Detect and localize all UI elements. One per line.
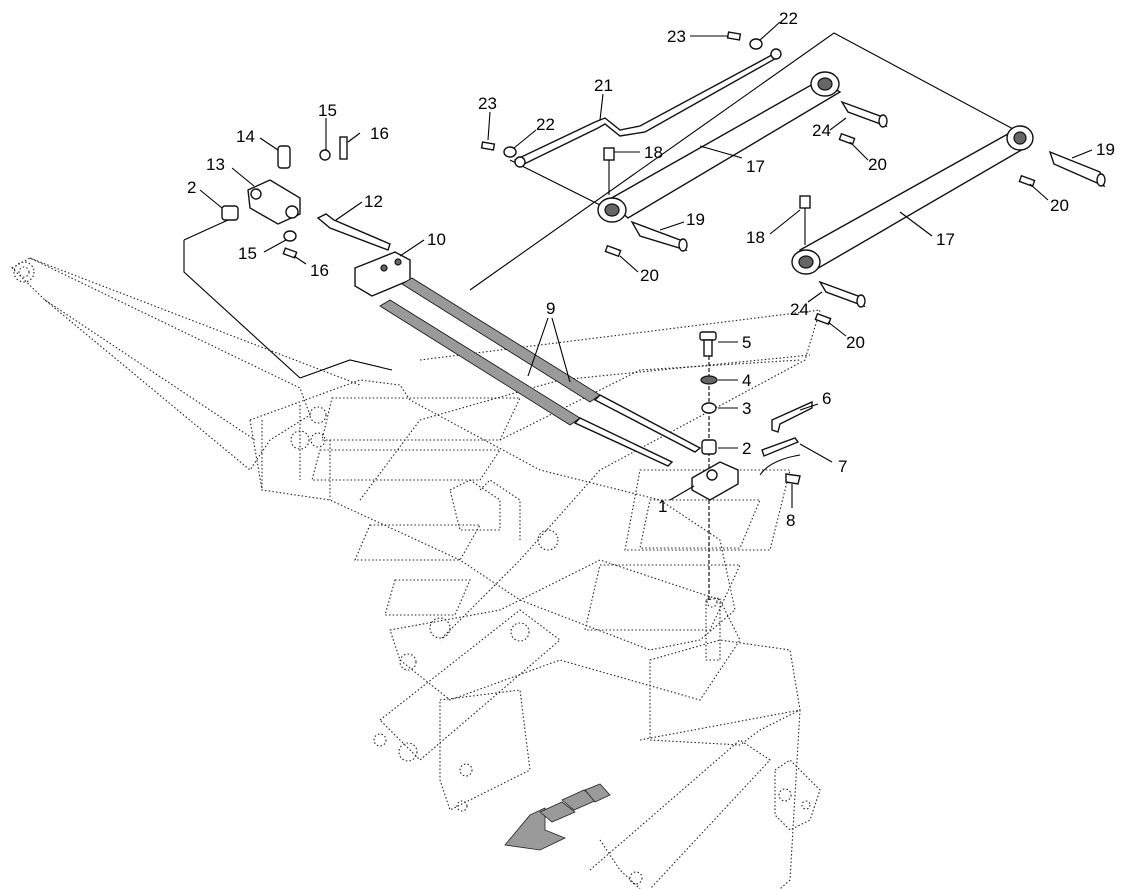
tube-17-lower (791, 125, 1034, 275)
pin-24-upper (840, 100, 888, 128)
bolt-12 (316, 213, 391, 251)
tube-17-upper (597, 71, 842, 223)
callout-19-mid: 19 (686, 210, 705, 229)
callout-22-left: 22 (536, 115, 555, 134)
callout-17-lower: 17 (936, 230, 955, 249)
handle-6 (771, 400, 813, 433)
callout-18-lower: 18 (746, 228, 765, 247)
callout-22-top: 22 (779, 9, 798, 28)
block-10 (354, 251, 411, 297)
callout-13: 13 (206, 155, 225, 174)
washer-4 (700, 375, 718, 385)
rod-21 (513, 48, 782, 168)
washer-3 (701, 402, 717, 414)
bushing-14 (277, 145, 291, 169)
pin-19-lower (1048, 150, 1106, 188)
callout-6: 6 (822, 389, 831, 408)
callout-20-a: 20 (868, 155, 887, 174)
pin-7 (759, 437, 801, 476)
callout-9: 9 (546, 299, 555, 318)
callout-7: 7 (838, 457, 847, 476)
callout-15-bottom: 15 (238, 244, 257, 263)
callout-24-upper: 24 (812, 121, 831, 140)
bolt-5 (699, 331, 717, 357)
callout-21: 21 (594, 76, 613, 95)
callout-leaders (199, 21, 1093, 508)
pin-24-lower (818, 280, 866, 308)
callout-1: 1 (658, 497, 667, 516)
callouts: 23 22 21 23 22 18 17 24 20 19 20 15 16 1… (187, 9, 1115, 530)
callout-24-lower: 24 (790, 300, 809, 319)
clamp-1 (691, 461, 739, 501)
bushing-2-left (221, 205, 239, 221)
callout-23-top: 23 (667, 27, 686, 46)
callout-19-right: 19 (1096, 140, 1115, 159)
callout-2-left: 2 (187, 178, 196, 197)
grease-nipple-18 (603, 147, 811, 245)
callout-14: 14 (236, 127, 255, 146)
bracket-13 (247, 179, 301, 225)
callout-5: 5 (742, 333, 751, 352)
callout-16-bottom: 16 (310, 261, 329, 280)
spring-9-upper (401, 277, 702, 453)
callout-18-upper: 18 (644, 143, 663, 162)
callout-20-c: 20 (640, 266, 659, 285)
roll-pins (282, 31, 1036, 326)
callout-20-b: 20 (1050, 196, 1069, 215)
callout-2-right: 2 (742, 439, 751, 458)
callout-16-top: 16 (370, 124, 389, 143)
callout-4: 4 (742, 371, 751, 390)
callout-23-left: 23 (478, 94, 497, 113)
pin-19-upper (630, 220, 688, 252)
callout-20-d: 20 (846, 333, 865, 352)
direction-arrow (504, 783, 611, 851)
guide-lines (183, 32, 1016, 600)
callout-12: 12 (364, 192, 383, 211)
callout-3: 3 (742, 399, 751, 418)
callout-15-top: 15 (318, 101, 337, 120)
machine-frame (11, 257, 821, 889)
rings (283, 38, 763, 242)
bushing-2-right (701, 439, 717, 455)
callout-17-upper: 17 (746, 157, 765, 176)
spring-9-lower (379, 299, 674, 467)
clip-8 (785, 473, 801, 485)
callout-10: 10 (427, 230, 446, 249)
callout-8: 8 (786, 511, 795, 530)
